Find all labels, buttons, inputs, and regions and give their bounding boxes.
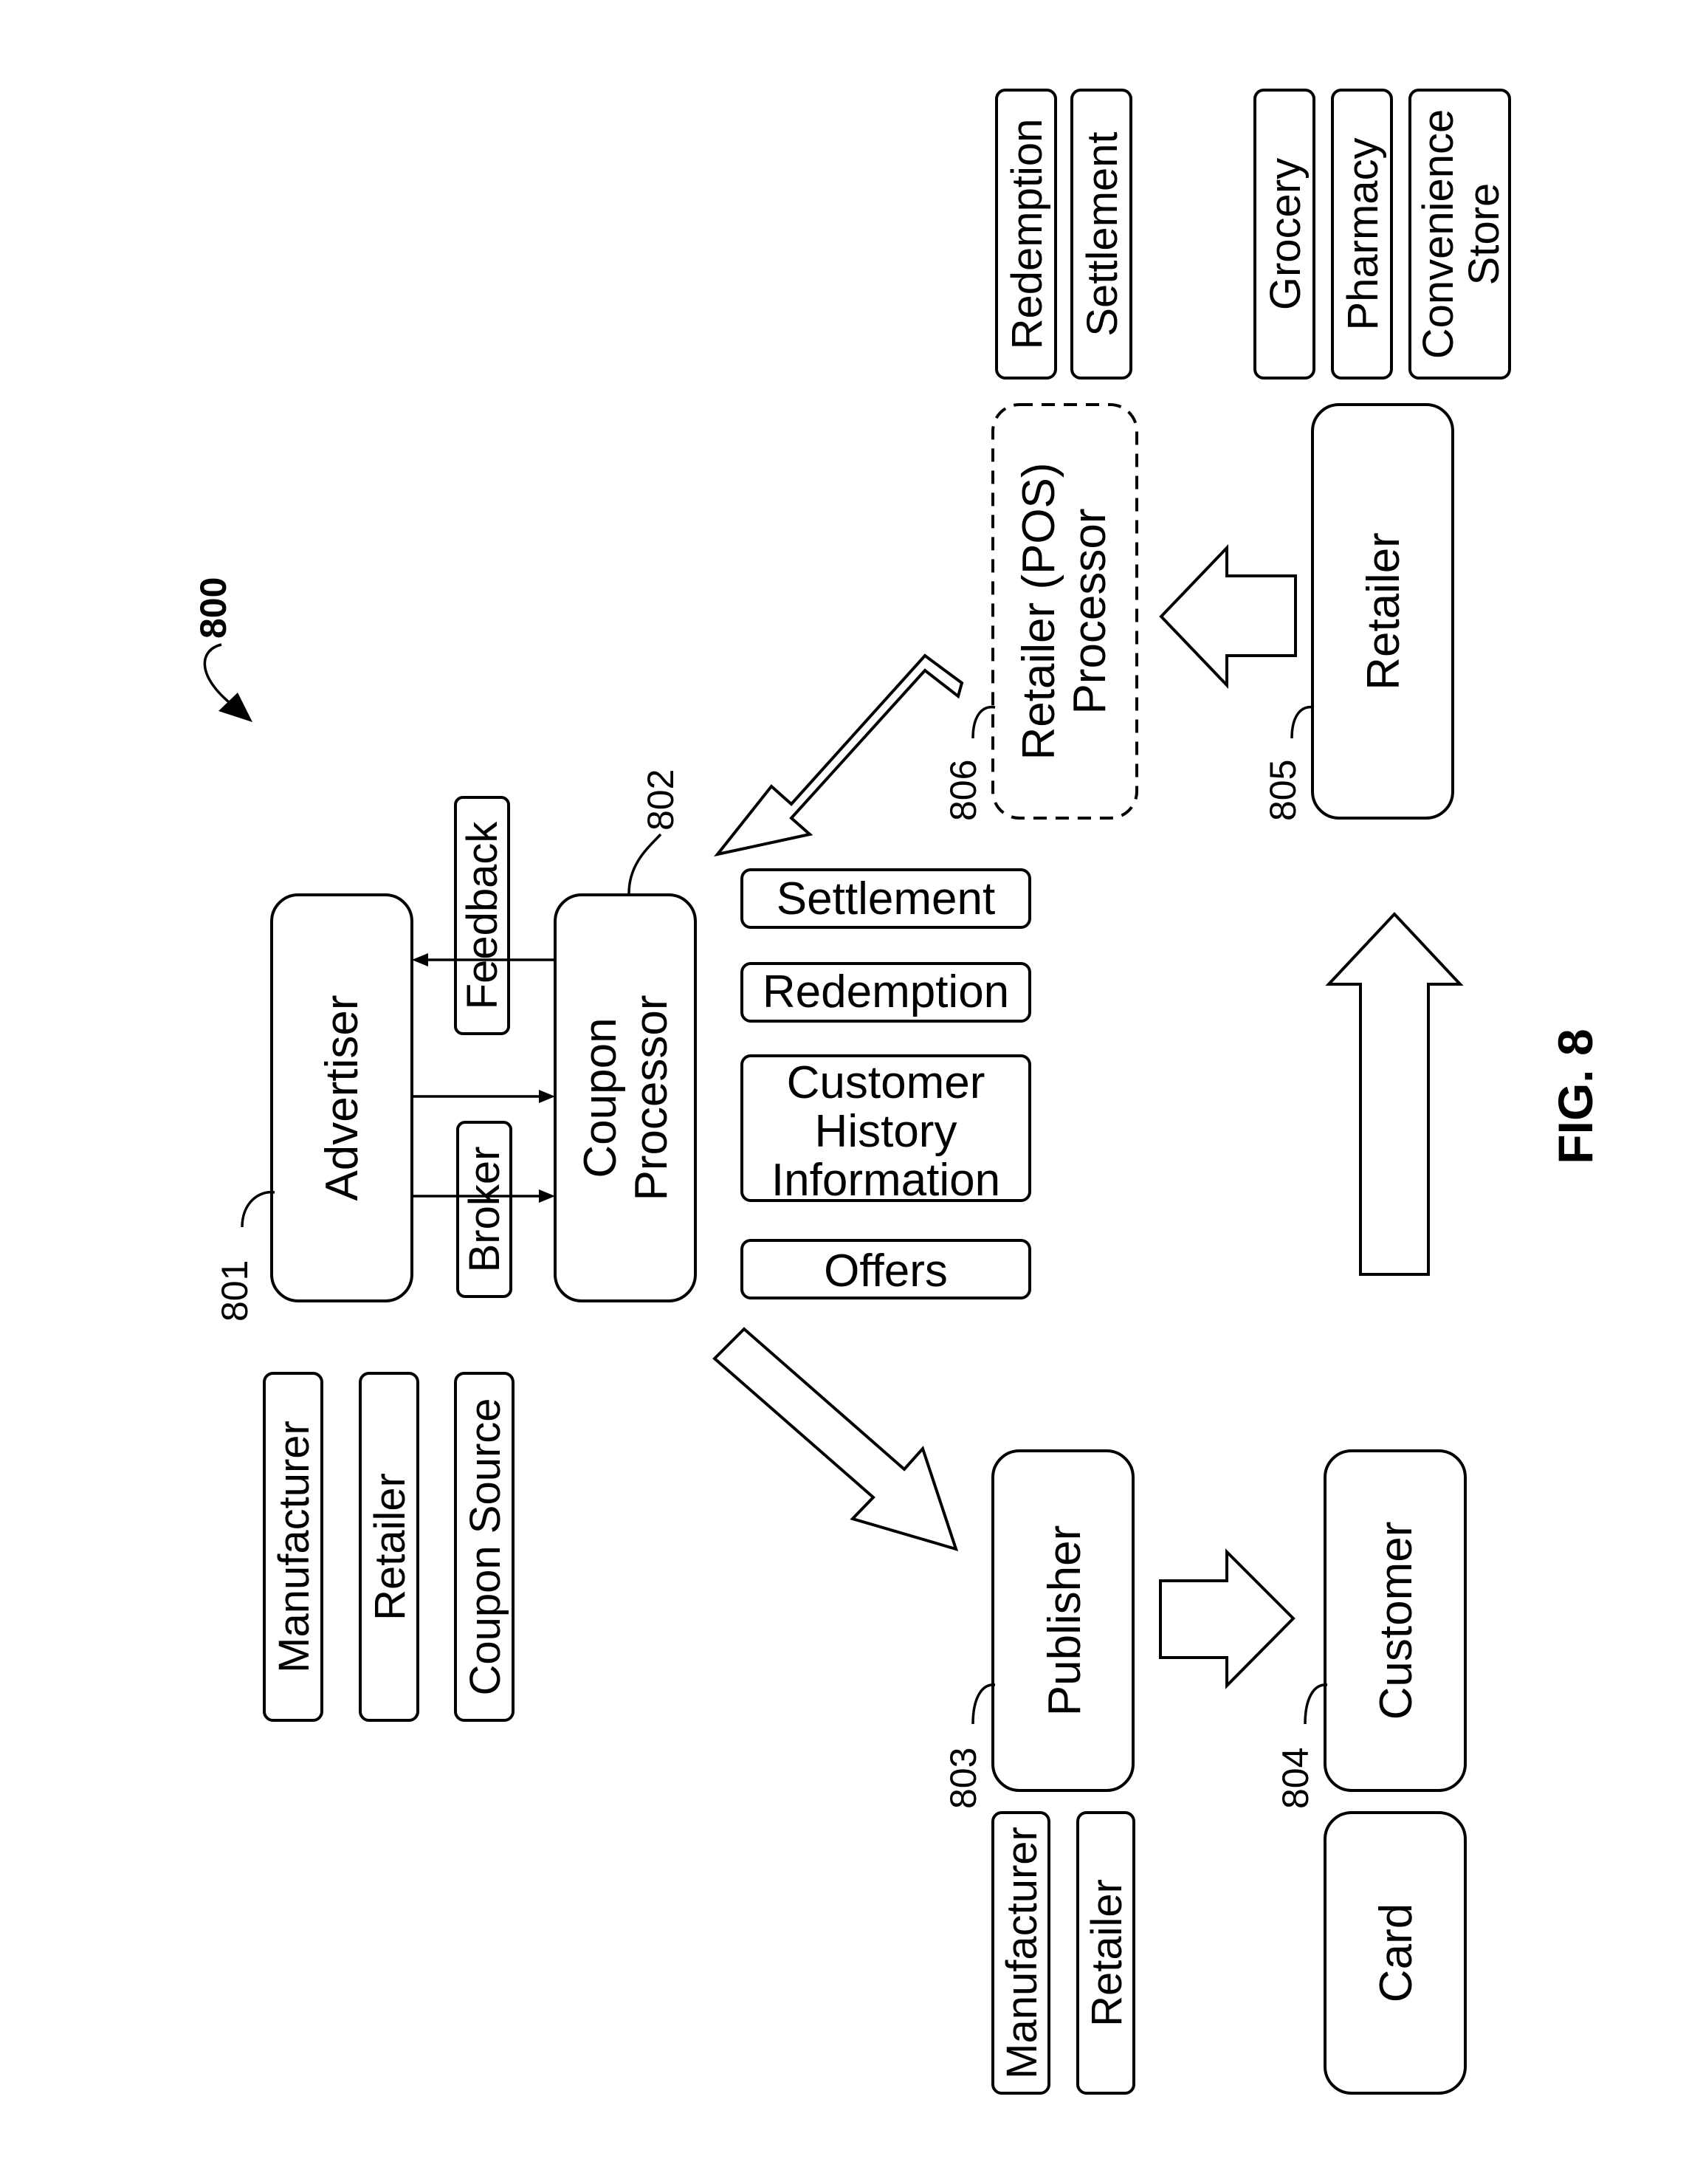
customer-node: Customer — [1325, 1451, 1465, 1790]
store-type-convenience-line1: Convenience — [1414, 109, 1462, 360]
source-retailer: Retailer — [360, 1373, 418, 1720]
broker-label: Broker — [461, 1147, 509, 1273]
coupon-processor-label-line2: Processor — [626, 995, 677, 1201]
data-item-settlement-label: Settlement — [777, 873, 995, 924]
advertiser-ref: 801 — [214, 1260, 255, 1322]
publisher-label: Publisher — [1039, 1525, 1090, 1716]
feedback-label: Feedback — [458, 821, 506, 1010]
history-line2: History — [815, 1106, 957, 1157]
source-manufacturer: Manufacturer — [264, 1373, 322, 1720]
broker-label-box: Broker — [458, 1122, 511, 1297]
coupon-processor-node: Coupon Processor — [555, 895, 695, 1301]
data-item-offers: Offers — [742, 1240, 1030, 1298]
pos-function-settlement: Settlement — [1072, 90, 1131, 378]
card-label: Card — [1371, 1903, 1422, 2002]
source-coupon-source: Coupon Source — [455, 1373, 513, 1720]
pos-processor-node: Retailer (POS) Processor — [993, 405, 1137, 818]
history-line3: Information — [771, 1155, 1000, 1206]
store-type-pharmacy: Pharmacy — [1332, 90, 1391, 378]
advertiser-label: Advertiser — [317, 995, 368, 1201]
data-item-redemption-label: Redemption — [763, 966, 1009, 1017]
store-type-convenience-line2: Store — [1460, 183, 1508, 286]
retailer-ref-leader — [1292, 707, 1314, 738]
store-type-pharmacy-label: Pharmacy — [1339, 137, 1387, 330]
pos-function-redemption: Redemption — [997, 90, 1056, 378]
source-manufacturer-label: Manufacturer — [270, 1421, 318, 1673]
advertiser-node: Advertiser — [272, 895, 412, 1301]
data-item-settlement: Settlement — [742, 870, 1030, 927]
data-item-offers-label: Offers — [824, 1246, 948, 1297]
retailer-ref: 805 — [1262, 760, 1304, 821]
coupon-processor-ref-leader — [629, 834, 661, 893]
retailer-label: Retailer — [1358, 532, 1409, 690]
advertiser-ref-leader — [242, 1192, 275, 1227]
arrow-pos-to-processor — [718, 656, 962, 854]
pos-function-redemption-label: Redemption — [1003, 119, 1051, 350]
arrow-processor-to-publisher — [715, 1329, 956, 1549]
customer-label: Customer — [1371, 1522, 1422, 1720]
source-coupon-source-label: Coupon Source — [461, 1398, 509, 1695]
publisher-type-manufacturer: Manufacturer — [993, 1813, 1049, 2093]
pos-processor-label-line2: Processor — [1064, 508, 1115, 714]
feedback-label-box: Feedback — [455, 797, 509, 1034]
arrow-retailer-to-pos — [1161, 548, 1296, 685]
customer-ref: 804 — [1275, 1748, 1316, 1809]
figure-ref-800-leader — [204, 645, 233, 705]
data-item-customer-history: Customer History Information — [742, 1056, 1030, 1206]
figure-caption: FIG. 8 — [1548, 1029, 1603, 1164]
store-type-grocery-label: Grocery — [1262, 158, 1310, 310]
pos-processor-ref: 806 — [943, 760, 984, 821]
store-type-grocery: Grocery — [1255, 90, 1314, 378]
arrow-publisher-to-customer — [1160, 1552, 1293, 1686]
card-node: Card — [1325, 1813, 1465, 2093]
publisher-node: Publisher — [993, 1451, 1133, 1790]
publisher-ref: 803 — [943, 1748, 984, 1809]
data-item-redemption: Redemption — [742, 964, 1030, 1021]
pos-function-settlement-label: Settlement — [1078, 131, 1126, 336]
retailer-node: Retailer — [1312, 405, 1453, 818]
arrow-customer-to-retailer — [1329, 914, 1460, 1274]
coupon-processor-ref: 802 — [640, 769, 681, 831]
coupon-processor-label-line1: Coupon — [575, 1017, 626, 1178]
store-type-convenience-store: Convenience Store — [1410, 90, 1510, 378]
figure-ref-800: 800 — [193, 577, 234, 639]
source-retailer-label: Retailer — [366, 1473, 414, 1621]
history-line1: Customer — [787, 1057, 985, 1108]
publisher-type-retailer-label: Retailer — [1083, 1879, 1131, 2027]
publisher-type-manufacturer-label: Manufacturer — [998, 1827, 1046, 2079]
pos-processor-label-line1: Retailer (POS) — [1014, 462, 1064, 760]
publisher-type-retailer: Retailer — [1078, 1813, 1134, 2093]
